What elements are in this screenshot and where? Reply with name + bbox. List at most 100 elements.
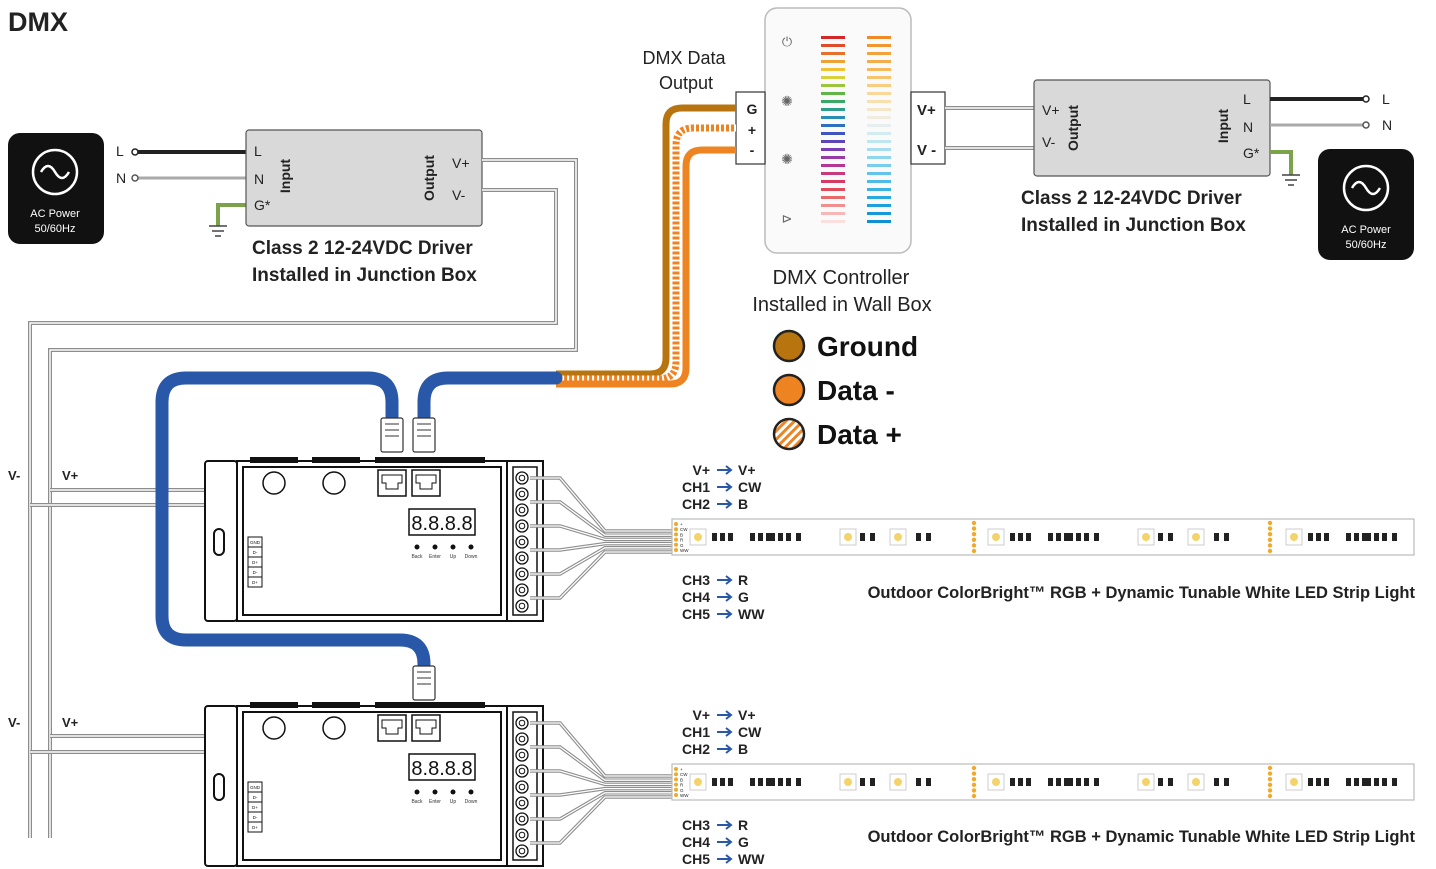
strip-led-chip	[1192, 778, 1200, 786]
strip-resistor	[770, 778, 775, 786]
strip-cut-pad	[1267, 788, 1273, 793]
bus-vminus-label-2: V-	[8, 715, 20, 730]
strip-resistor	[1026, 533, 1031, 541]
decoder-button	[432, 789, 438, 795]
decoder-button-label: Down	[465, 554, 478, 560]
strip-pad-label: WW	[680, 548, 689, 553]
mains-l-label-right: L	[1382, 91, 1390, 107]
brightness-up-icon: ✺	[781, 93, 793, 109]
color-slider-segment	[821, 92, 845, 95]
legend-swatch-ground	[772, 329, 806, 363]
strip-resistor	[1374, 533, 1379, 541]
strip-pad	[674, 542, 678, 547]
decoder-mount-slot	[213, 528, 225, 556]
strip-resistor	[1374, 778, 1379, 786]
ground-symbol-left	[209, 225, 227, 237]
strip-caption-1: Outdoor ColorBright™ RGB + Dynamic Tunab…	[868, 584, 1416, 602]
ac-power-label: AC Power	[30, 208, 80, 220]
strip-resistor	[1308, 533, 1313, 541]
terminal-screw	[515, 748, 529, 762]
color-slider-segment	[821, 148, 845, 151]
strip-resistor	[1084, 533, 1089, 541]
color-slider-segment	[821, 116, 845, 119]
strip-pad-label: CW	[680, 527, 688, 532]
strip-pad-label: B	[680, 532, 683, 537]
strip-resistor	[750, 533, 755, 541]
cct-slider-segment	[867, 188, 891, 191]
strip-resistor	[1366, 778, 1371, 786]
driver-left: L N G* Input Output V+ V-	[245, 129, 483, 227]
strip-cut-pad	[971, 548, 977, 554]
terminal-screw	[515, 732, 529, 746]
dmx-data-output-label-1: DMX Data	[642, 48, 726, 68]
driver-left-caption-1: Class 2 12-24VDC Driver	[252, 238, 473, 259]
ac-power-freq: 50/60Hz	[35, 223, 76, 235]
terminal-screw	[515, 812, 529, 826]
strip-cut-pad	[971, 765, 977, 771]
terminal-screw	[515, 583, 529, 597]
strip-resistor	[778, 533, 783, 541]
channel-to: V+	[738, 707, 756, 723]
channel-to: WW	[738, 606, 765, 622]
color-slider-segment	[821, 156, 845, 159]
strip-resistor	[1018, 778, 1023, 786]
channel-arrow	[717, 727, 733, 737]
color-slider-segment	[821, 124, 845, 127]
output-wire	[530, 721, 672, 778]
strip-resistor	[712, 778, 717, 786]
color-slider-segment	[821, 44, 845, 47]
strip-resistor	[1158, 778, 1163, 786]
color-slider-segment	[821, 100, 845, 103]
channel-from: CH4	[682, 834, 710, 850]
color-slider-segment	[821, 164, 845, 167]
driver-right-caption-1: Class 2 12-24VDC Driver	[1021, 188, 1242, 209]
strip-cut-pad	[1267, 548, 1273, 554]
diagram-title: DMX	[8, 7, 68, 37]
mains-n-label: N	[116, 170, 126, 186]
decoder-display-digits: 8.8.8.8	[411, 513, 472, 535]
controller-term-vminus: V -	[917, 142, 936, 159]
color-slider-segment	[821, 76, 845, 79]
strip-led-chip	[1142, 533, 1150, 541]
driver-right: V+ V- Output Input L N G*	[1033, 79, 1271, 177]
strip-resistor	[728, 778, 733, 786]
decoder-button	[450, 789, 456, 795]
channel-to: B	[738, 496, 748, 512]
ac-power-freq-right: 50/60Hz	[1346, 239, 1387, 251]
decoder-button	[468, 544, 474, 550]
bus-vplus-label-1: V+	[62, 468, 79, 483]
strip-resistor	[926, 778, 931, 786]
strip-resistor	[1346, 778, 1351, 786]
ac-power-left: AC Power 50/60Hz	[8, 133, 104, 244]
strip-resistor	[1224, 533, 1229, 541]
decoder-mount-slot	[213, 773, 225, 801]
strip-resistor	[1168, 533, 1173, 541]
strip-pad	[674, 537, 678, 542]
cct-slider-segment	[867, 124, 891, 127]
channel-arrow	[717, 609, 733, 619]
dmx-data-minus-wire	[556, 146, 736, 388]
strip-resistor	[778, 778, 783, 786]
strip-resistor	[766, 533, 771, 541]
channel-from: CH3	[682, 572, 710, 588]
cct-slider-segment	[867, 140, 891, 143]
channel-from: CH3	[682, 817, 710, 833]
strip-cut-pad	[1267, 520, 1273, 526]
decoder-knob	[322, 471, 346, 495]
decoder-side-terminal-label: D-	[253, 570, 258, 575]
rj45-plug-1	[380, 417, 404, 453]
decoder-side-terminal-label: D-	[253, 795, 258, 800]
legend-swatch-data-plus	[772, 417, 806, 451]
strip-resistor	[1064, 533, 1069, 541]
channel-to: CW	[738, 724, 762, 740]
strip-pad-label: +	[680, 522, 683, 527]
strip-resistor	[1168, 778, 1173, 786]
color-slider-segment	[821, 108, 845, 111]
strip-resistor	[1308, 778, 1313, 786]
strip-caption-2: Outdoor ColorBright™ RGB + Dynamic Tunab…	[868, 828, 1416, 846]
driver-right-term-g: G*	[1243, 145, 1260, 161]
terminal-screw	[515, 535, 529, 549]
